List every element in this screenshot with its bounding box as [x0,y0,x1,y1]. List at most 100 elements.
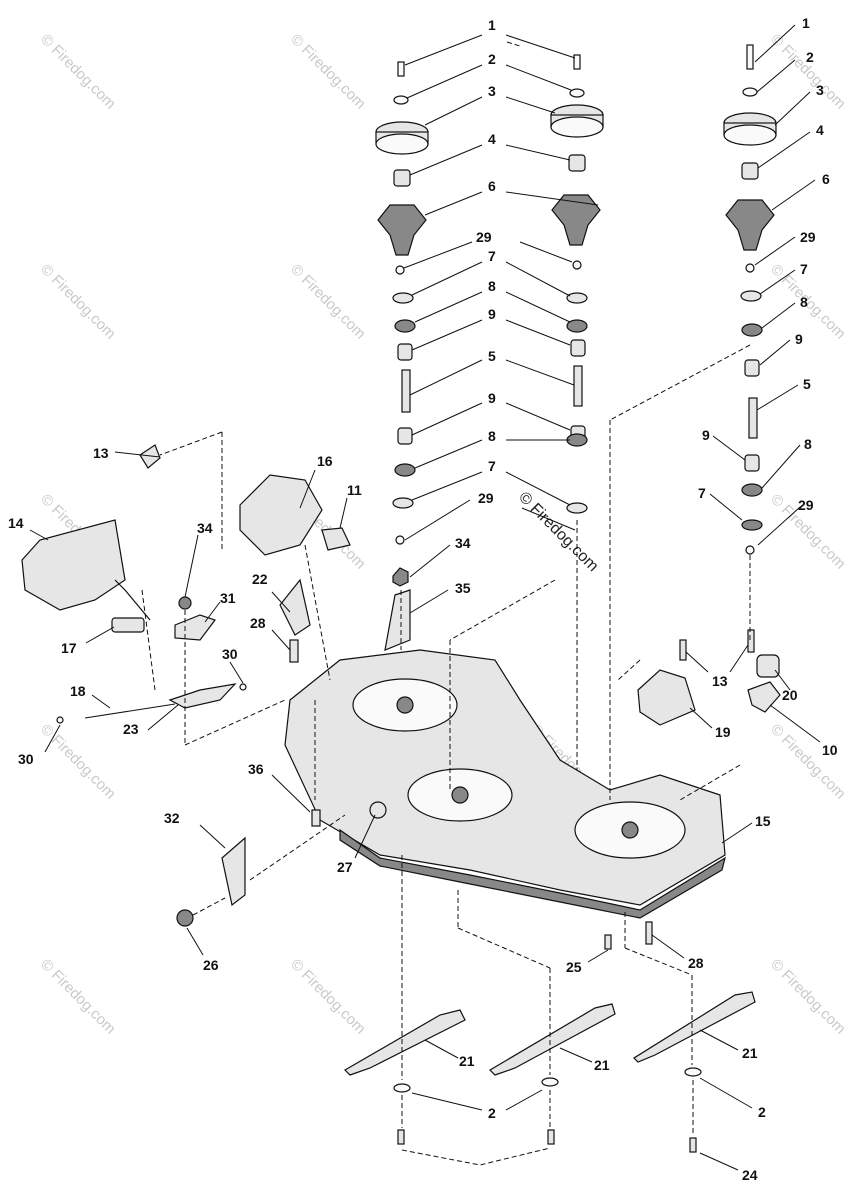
pulley-face [550,116,604,138]
callout-label: 13 [93,445,109,461]
pulley-face [723,124,777,146]
bearing-icon [394,319,416,333]
spacer-icon [568,154,586,172]
bolt-icon [311,809,321,827]
watermark: © Firedog.com [287,31,369,113]
ring-icon [745,545,755,555]
watermark: © Firedog.com [767,31,849,113]
callout-label: 1 [488,17,496,33]
callout-label: 5 [803,376,811,392]
watermark: © Firedog.com [37,261,119,343]
watermark: © Firedog.com [767,261,849,343]
callout-label: 20 [782,687,798,703]
callout-label: 21 [594,1057,610,1073]
callout-label: 2 [806,49,814,65]
watermark-layer: © Firedog.com © Firedog.com © Firedog.co… [37,31,849,1038]
spindle-housing-icon [725,199,775,251]
discharge-chute-icon [21,519,126,611]
bushing-icon [756,654,780,678]
washer-icon [684,1067,702,1077]
callout-label: 29 [800,229,816,245]
callout-label: 21 [742,1045,758,1061]
hole-icon [621,821,639,839]
washer-icon [742,87,758,97]
deck-skirt [339,828,726,919]
idler-assembly [637,629,781,726]
watermark: © Firedog.com [767,956,849,1038]
callout-label: 34 [197,520,213,536]
seal-icon [566,502,588,514]
callout-label: 28 [250,615,266,631]
watermark: © Firedog.com [37,956,119,1038]
bolt-icon [397,1129,405,1145]
bearing-icon [741,483,763,497]
fitting-icon [369,801,387,819]
ring-icon [395,535,405,545]
pin-icon [56,716,64,724]
seal-icon [566,292,588,304]
bushing-icon [397,427,413,445]
bolt-icon [604,934,612,950]
callout-label: 9 [795,331,803,347]
spacer-icon [741,162,759,180]
spindle-housing-icon [551,194,601,246]
callout-label: 29 [478,490,494,506]
spindle-assembly-left [375,61,429,587]
watermark: © Firedog.com [37,31,119,113]
shaft-icon [401,369,411,413]
callout-label: 36 [248,761,264,777]
callout-label: 2 [488,1105,496,1121]
watermark-center: © Firedog.com [515,489,601,575]
bolt-icon [547,1129,555,1145]
shaft-icon [748,397,758,439]
callout-label: 19 [715,724,731,740]
washer-icon [393,1083,411,1093]
bolt-icon [679,639,687,661]
callout-label: 3 [488,83,496,99]
ring-icon [572,260,582,270]
seal-icon [392,292,414,304]
callout-label: 26 [203,957,219,973]
callout-label: 21 [459,1053,475,1069]
nut-icon [178,596,192,610]
blade-icon [633,991,756,1063]
callout-label: 30 [18,751,34,767]
pin-icon [239,683,247,691]
bushing-icon [397,343,413,361]
bushing-icon [744,359,760,377]
callout-label: 30 [222,646,238,662]
idler-bracket-icon [637,669,696,726]
nut-icon [392,567,409,587]
callout-label: 11 [347,482,362,498]
blades [344,921,756,1153]
ring-icon [745,263,755,273]
bolt-icon [689,1137,697,1153]
callout-labels: 1 1 2 2 3 3 4 4 6 6 29 29 7 7 8 8 9 9 5 … [8,15,838,1183]
callout-label: 29 [476,229,492,245]
pulley-face [375,133,429,155]
side-hardware [21,444,411,927]
hole-icon [451,786,469,804]
spacer-icon [393,169,411,187]
callout-label: 17 [61,640,77,656]
callout-label: 4 [816,122,824,138]
callout-label: 7 [800,261,808,277]
callout-label: 6 [822,171,830,187]
callout-label: 8 [800,294,808,310]
callout-label: 2 [758,1104,766,1120]
chute-edge [114,579,151,621]
seal-icon [392,497,414,509]
bolt-icon [645,921,653,945]
callout-label: 8 [804,436,812,452]
callout-label: 34 [455,535,471,551]
callout-label: 16 [317,453,333,469]
callout-label: 24 [742,1167,758,1183]
callout-label: 9 [702,427,710,443]
bolt-icon [397,61,405,77]
callout-label: 13 [712,673,728,689]
callout-label: 35 [455,580,471,596]
bearing-icon [394,463,416,477]
ring-icon [395,265,405,275]
callout-label: 23 [123,721,139,737]
